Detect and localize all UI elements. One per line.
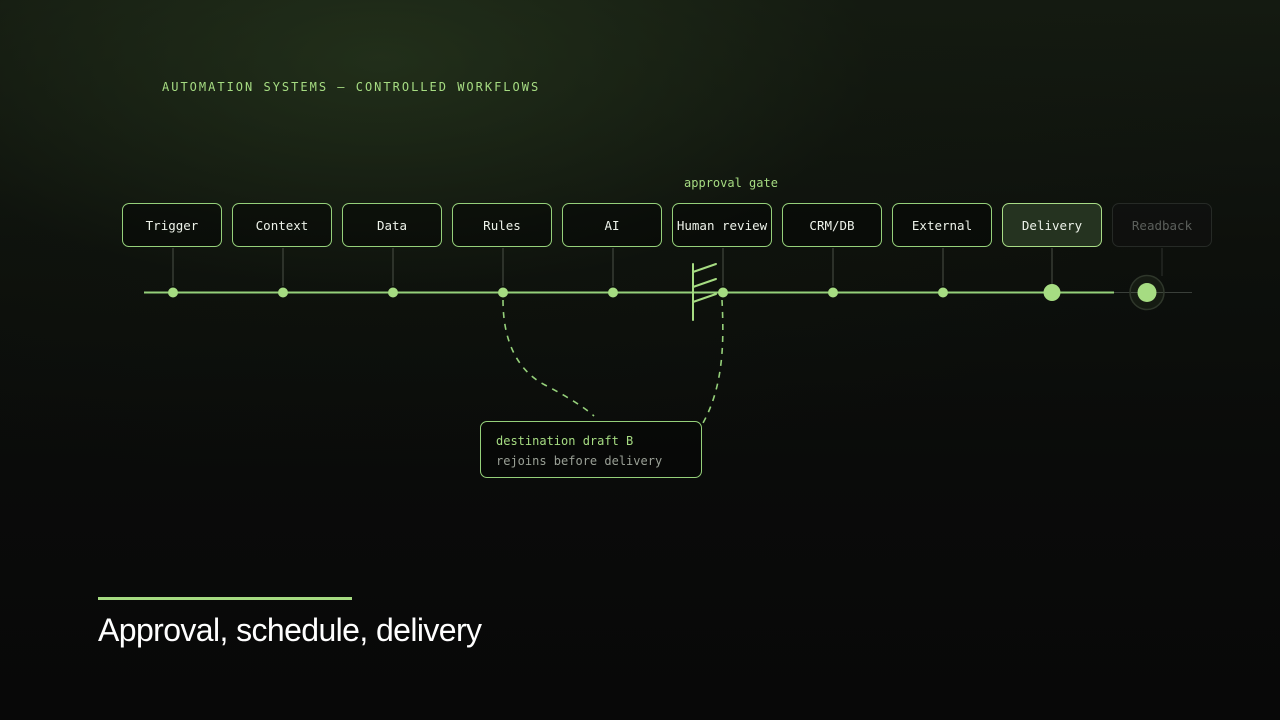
node-rules (498, 287, 508, 298)
node-human-review (718, 287, 728, 298)
stage-connectors (172, 248, 1163, 286)
branch-path-out (502, 299, 595, 417)
approval-gate-icon (692, 263, 717, 321)
stage-ai[interactable]: AI (562, 203, 662, 247)
stage-trigger[interactable]: Trigger (122, 203, 222, 247)
stage-human-review[interactable]: Human review (672, 203, 772, 247)
branch-destination-card[interactable]: destination draft B rejoins before deliv… (480, 421, 702, 478)
node-delivery (1043, 284, 1061, 301)
stage-delivery[interactable]: Delivery (1002, 203, 1102, 247)
node-readback (1137, 283, 1157, 302)
node-ai (608, 287, 618, 298)
stage-readback[interactable]: Readback (1112, 203, 1212, 247)
title-accent-bar (98, 597, 352, 600)
stage-rules[interactable]: Rules (452, 203, 552, 247)
timeline-nodes (168, 284, 1061, 301)
node-trigger (168, 287, 178, 298)
branch-path-return (702, 299, 724, 424)
stage-data[interactable]: Data (342, 203, 442, 247)
node-crm-db (828, 287, 838, 298)
node-context (278, 287, 288, 298)
section-kicker: AUTOMATION SYSTEMS — CONTROLLED WORKFLOW… (162, 80, 541, 94)
approval-gate-label: approval gate (684, 176, 778, 190)
branch-subtitle: rejoins before delivery (496, 454, 663, 468)
node-external (938, 287, 948, 298)
stage-crm-db[interactable]: CRM/DB (782, 203, 882, 247)
stage-external[interactable]: External (892, 203, 992, 247)
node-data (388, 287, 398, 298)
branch-title: destination draft B (496, 434, 634, 448)
slide-title: Approval, schedule, delivery (98, 612, 482, 648)
stage-context[interactable]: Context (232, 203, 332, 247)
